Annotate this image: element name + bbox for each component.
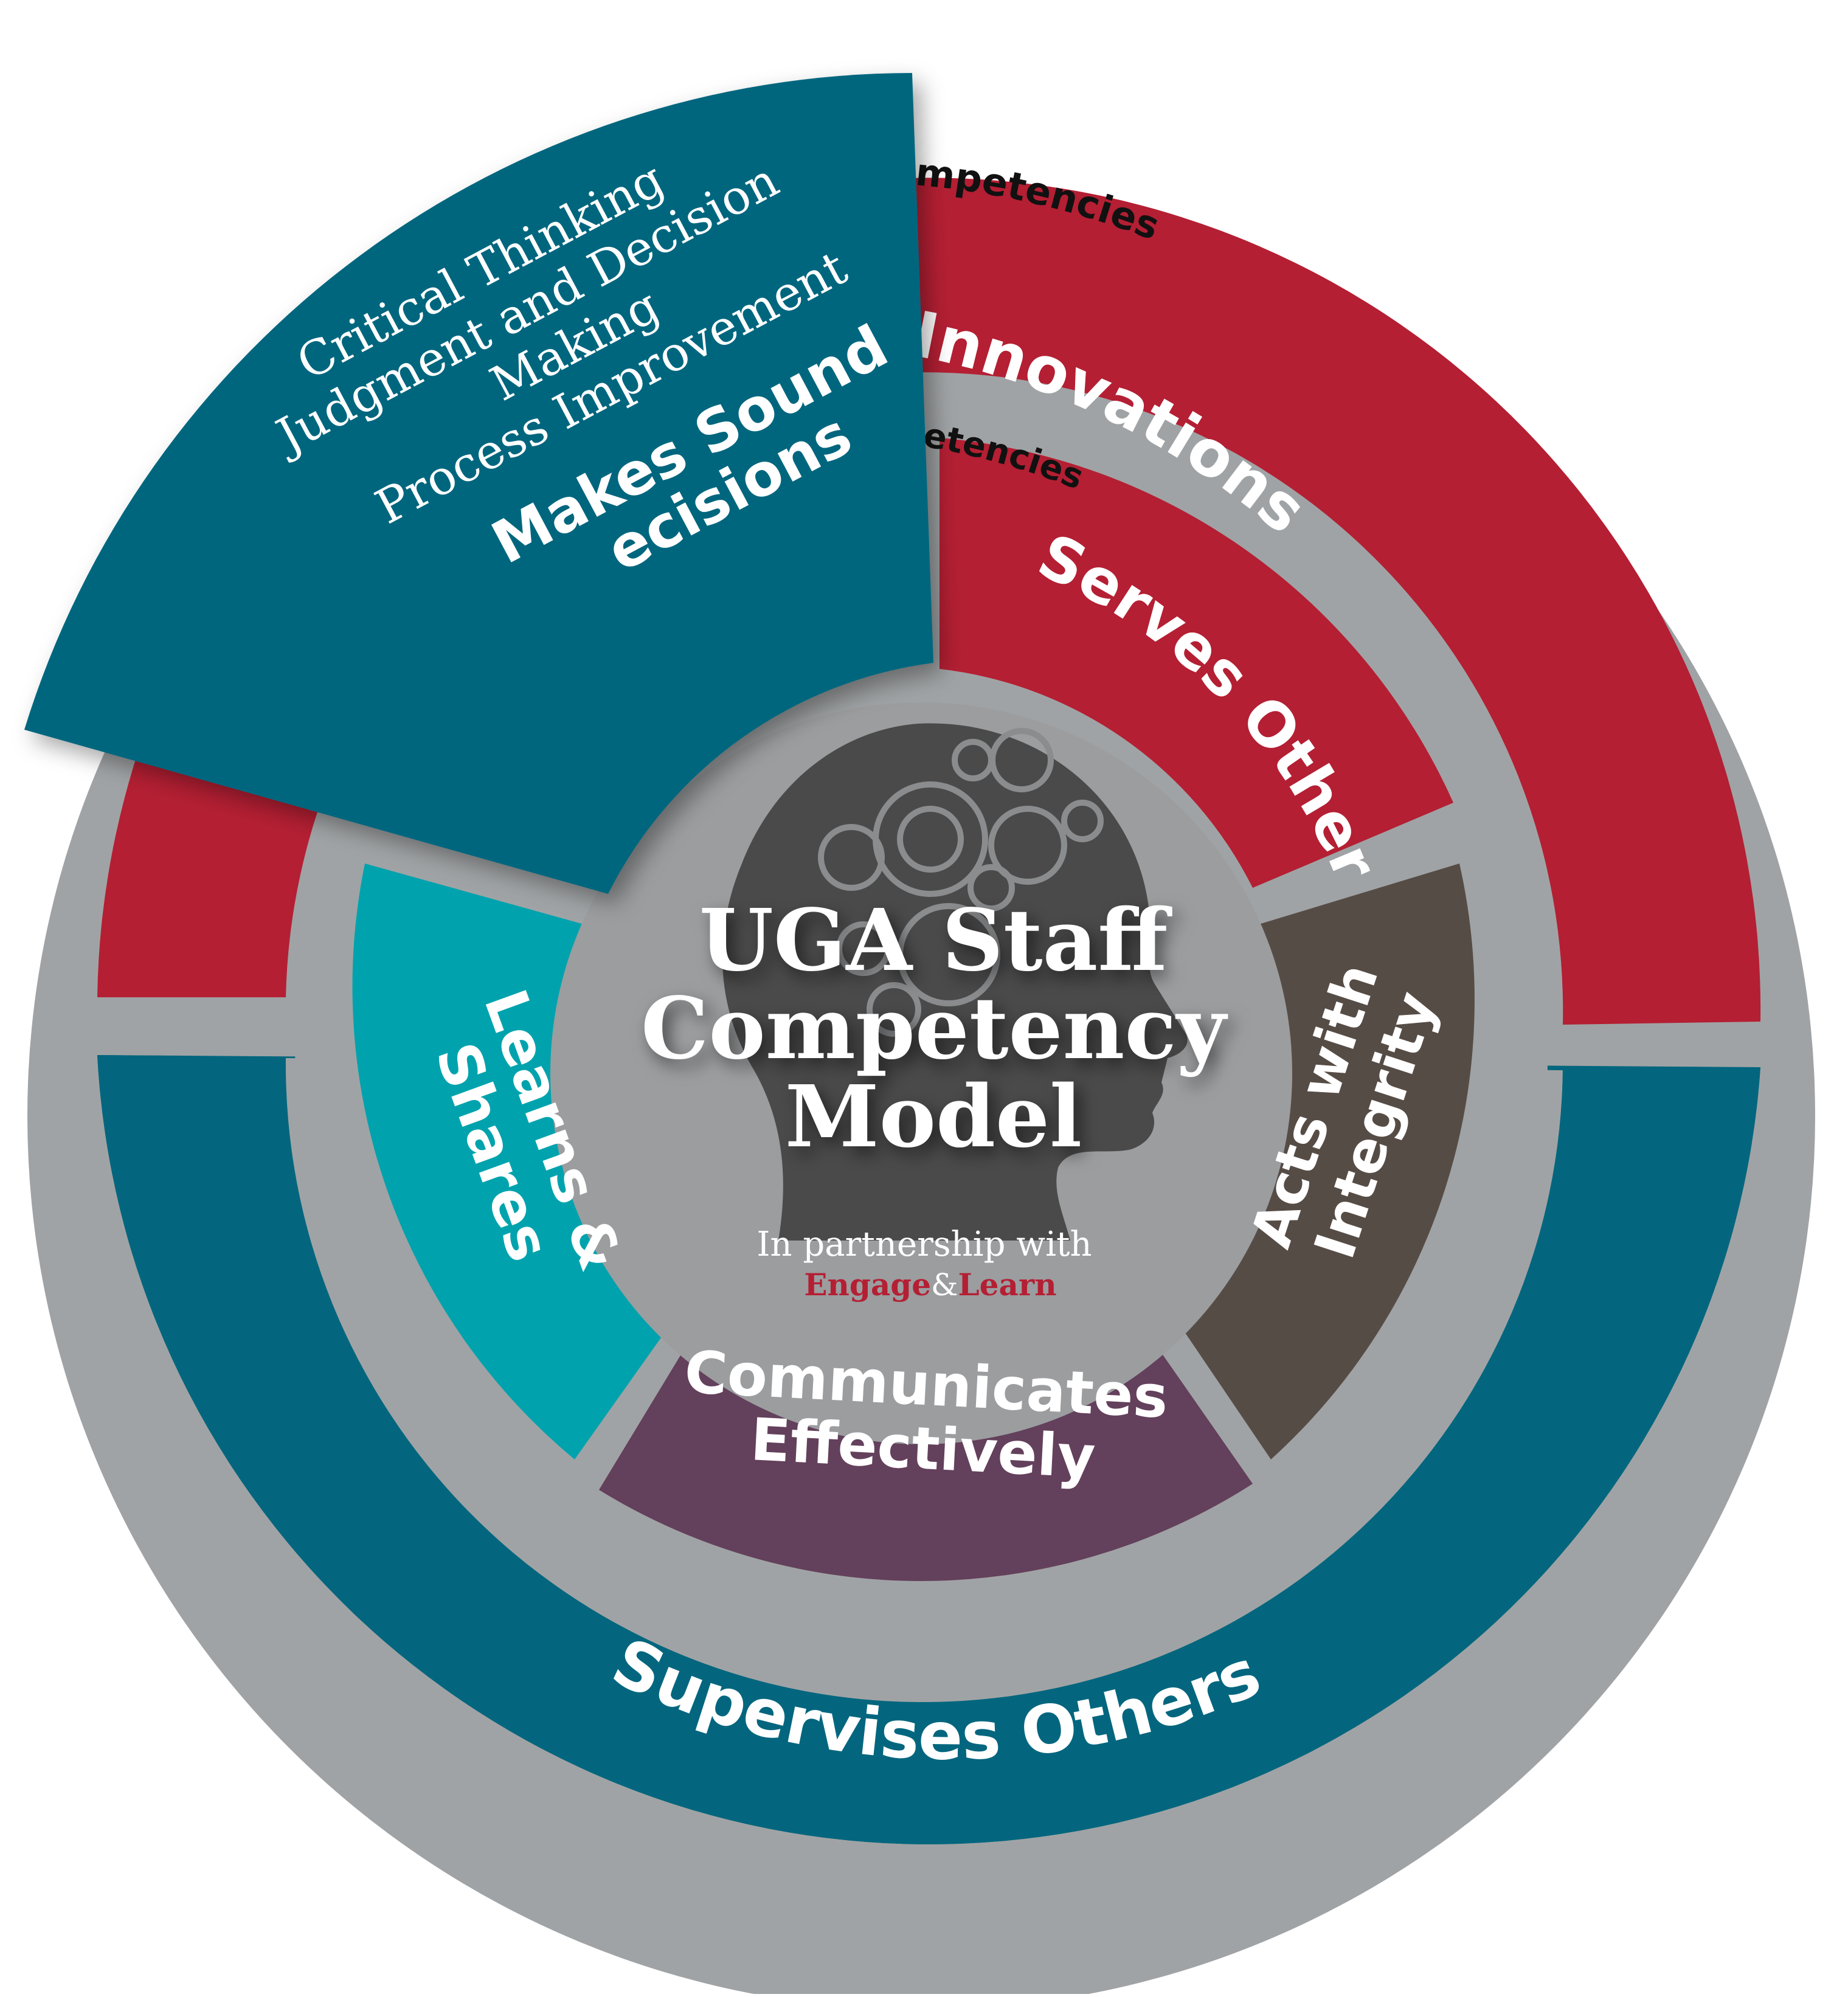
segment-learns-shares (352, 864, 708, 1459)
segment-serves-others (940, 438, 1453, 888)
partner-logo: Engage&Learn (804, 1267, 1056, 1303)
svg-text:Competency: Competency (641, 979, 1228, 1079)
partnership-text: In partnership with (756, 1225, 1092, 1264)
svg-text:UGA Staff: UGA Staff (699, 891, 1172, 991)
head-gears-icon (722, 723, 1188, 1241)
svg-text:Model: Model (785, 1067, 1082, 1167)
outer-ring-teal-band-fill (97, 1055, 1760, 1844)
center-title: UGA Staff Competency Model (641, 891, 1228, 1167)
segment-acts-with-integrity (1143, 864, 1475, 1459)
